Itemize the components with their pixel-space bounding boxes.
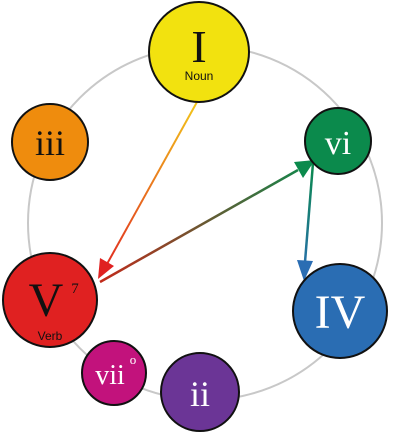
chord-node-iii: iii [11,103,89,181]
arrow-vi-to-IV [297,162,315,281]
chord-numeral: vi [325,125,351,162]
chord-superscript: 7 [71,281,79,297]
chord-numeral: V [29,274,64,327]
chord-node-vii: vii o [81,340,147,406]
chord-node-I: I Noun [148,1,250,103]
chord-caption: Noun [185,69,214,83]
chord-node-vi: vi [304,107,372,175]
chord-superscript: o [130,352,137,367]
chord-caption: Verb [38,329,63,343]
chord-node-ii: ii [160,352,240,432]
chord-numeral: vii [95,360,125,391]
arrow-I-to-V [98,101,198,279]
chord-node-IV: IV [292,263,388,359]
chord-node-V: V 7 Verb [2,252,98,348]
chord-numeral: ii [190,374,210,414]
chord-numeral: IV [315,286,366,339]
arrow-V-to-vi [99,160,315,284]
chord-numeral: I [191,21,206,72]
chord-numeral: iii [35,123,65,163]
